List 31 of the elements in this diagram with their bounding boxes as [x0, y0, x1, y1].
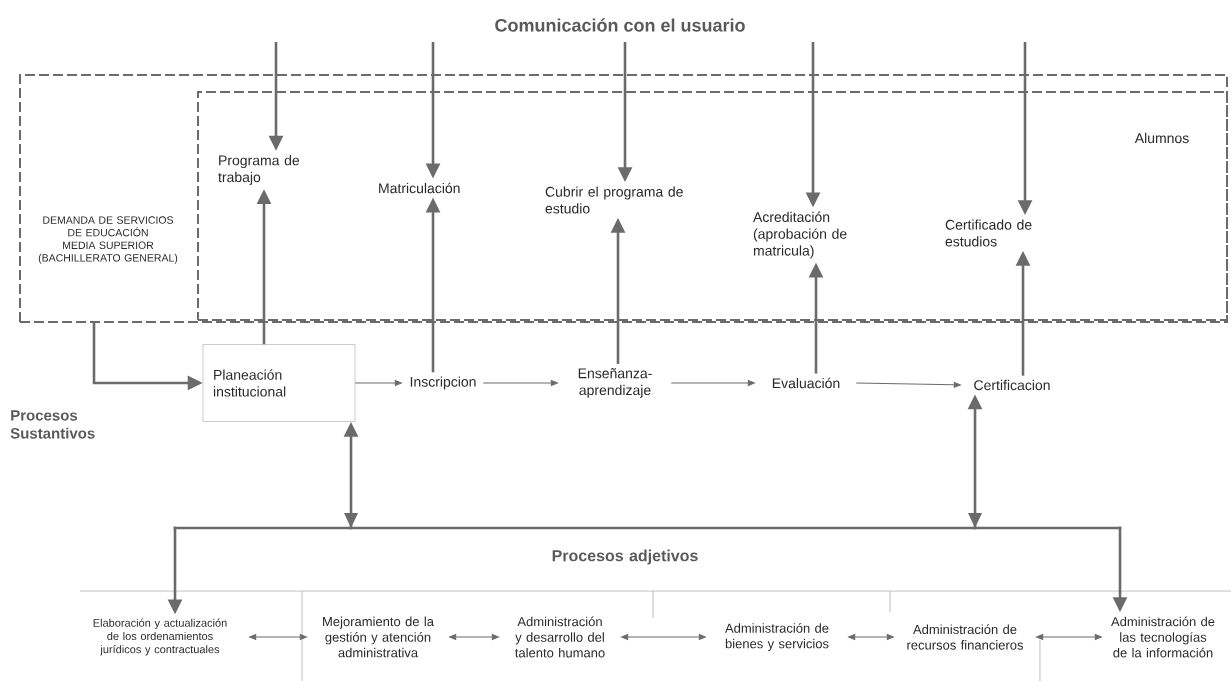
arrow: [482, 380, 558, 386]
output-label: Acreditación (aprobación de matricula): [753, 211, 847, 259]
process-label: Inscripcion: [410, 376, 476, 390]
section-heading: Procesos adjetivos: [552, 549, 698, 565]
process-label: Administración de las tecnologías de la información: [1111, 616, 1215, 658]
process-label: Administración y desarrollo del talento humano: [515, 616, 605, 658]
group-label: Alumnos: [1134, 132, 1189, 144]
process-label: Enseñanza-aprendizaje: [578, 368, 652, 398]
process-box: Planeación institucional: [202, 344, 356, 422]
arrow: [449, 634, 499, 640]
process-label: Elaboración y actualización de los ordenamientos jurídicos y contractuales: [93, 618, 227, 656]
arrow: [1036, 634, 1102, 640]
output-label: Cubrir el programa de estudio: [545, 186, 683, 214]
section-heading: Procesos Sustantivos: [10, 410, 95, 439]
arrow: [621, 634, 706, 640]
process-label: Mejoramiento de la gestión y atención administrativa: [323, 616, 434, 658]
process-label: Administración de recursos financieros: [907, 624, 1024, 650]
demand-text: DEMANDA DE SERVICIOS DE EDUCACIÓN MEDIA SUPERIOR (BACHILLERATO GENERAL): [38, 216, 178, 264]
output-label: Matriculación: [379, 182, 460, 194]
arrow: [354, 380, 402, 386]
arrow: [848, 634, 894, 640]
process-label: Evaluación: [772, 377, 840, 389]
title: Comunicación con el usuario: [495, 18, 745, 32]
arrow: [670, 380, 755, 386]
process-label: Certificacion: [974, 379, 1050, 391]
output-label: Programa de trabajo: [218, 155, 300, 185]
arrow: [249, 634, 307, 640]
output-label: Certificado de estudios: [945, 219, 1032, 247]
process-label: Administración de bienes y servicios: [725, 623, 829, 651]
arrow: [855, 381, 961, 388]
connector: [173, 526, 1122, 530]
